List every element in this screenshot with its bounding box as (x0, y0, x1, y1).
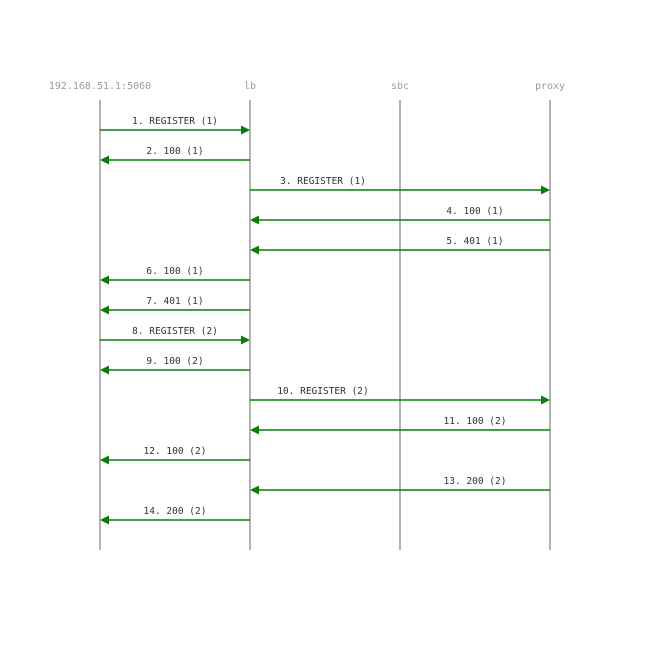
message-1: 1. REGISTER (1) (100, 116, 250, 135)
message-14: 14. 200 (2) (100, 506, 250, 525)
message-label: 5. 401 (1) (446, 236, 503, 247)
arrowhead-icon (100, 515, 109, 525)
arrowhead-icon (250, 425, 259, 435)
message-label: 3. REGISTER (1) (280, 176, 366, 187)
arrowhead-icon (250, 245, 259, 255)
message-label: 1. REGISTER (1) (132, 116, 218, 127)
message-7: 7. 401 (1) (100, 296, 250, 315)
arrowhead-icon (241, 125, 250, 135)
arrowhead-icon (100, 305, 109, 315)
arrowhead-icon (250, 485, 259, 495)
message-12: 12. 100 (2) (100, 446, 250, 465)
message-label: 8. REGISTER (2) (132, 326, 218, 337)
message-label: 13. 200 (2) (444, 476, 507, 487)
messages: 1. REGISTER (1) 2. 100 (1) 3. REGISTER (1)… (100, 116, 550, 525)
arrowhead-icon (250, 215, 259, 225)
message-label: 7. 401 (1) (146, 296, 203, 307)
message-label: 6. 100 (1) (146, 266, 203, 277)
message-label: 9. 100 (2) (146, 356, 203, 367)
message-6: 6. 100 (1) (100, 266, 250, 285)
message-label: 10. REGISTER (2) (277, 386, 369, 397)
message-label: 12. 100 (2) (144, 446, 207, 457)
arrowhead-icon (241, 335, 250, 345)
message-10: 10. REGISTER (2) (250, 386, 550, 405)
message-8: 8. REGISTER (2) (100, 326, 250, 345)
arrowhead-icon (100, 155, 109, 165)
message-label: 4. 100 (1) (446, 206, 503, 217)
lifelines (99, 100, 551, 550)
arrowhead-icon (100, 275, 109, 285)
message-11: 11. 100 (2) (250, 416, 550, 435)
message-4: 4. 100 (1) (250, 206, 550, 225)
participant-label-lb: lb (244, 81, 256, 92)
arrowhead-icon (100, 455, 109, 465)
message-label: 14. 200 (2) (144, 506, 207, 517)
message-13: 13. 200 (2) (250, 476, 550, 495)
message-9: 9. 100 (2) (100, 356, 250, 375)
message-2: 2. 100 (1) (100, 146, 250, 165)
arrowhead-icon (541, 185, 550, 195)
message-5: 5. 401 (1) (250, 236, 550, 255)
message-3: 3. REGISTER (1) (250, 176, 550, 195)
participant-label-client: 192.168.51.1:5060 (49, 81, 151, 92)
message-label: 11. 100 (2) (444, 416, 507, 427)
message-label: 2. 100 (1) (146, 146, 203, 157)
arrowhead-icon (100, 365, 109, 375)
arrowhead-icon (541, 395, 550, 405)
participant-label-proxy: proxy (535, 81, 565, 92)
participant-labels: 192.168.51.1:5060 lb sbc proxy (49, 81, 565, 92)
participant-label-sbc: sbc (391, 81, 409, 92)
